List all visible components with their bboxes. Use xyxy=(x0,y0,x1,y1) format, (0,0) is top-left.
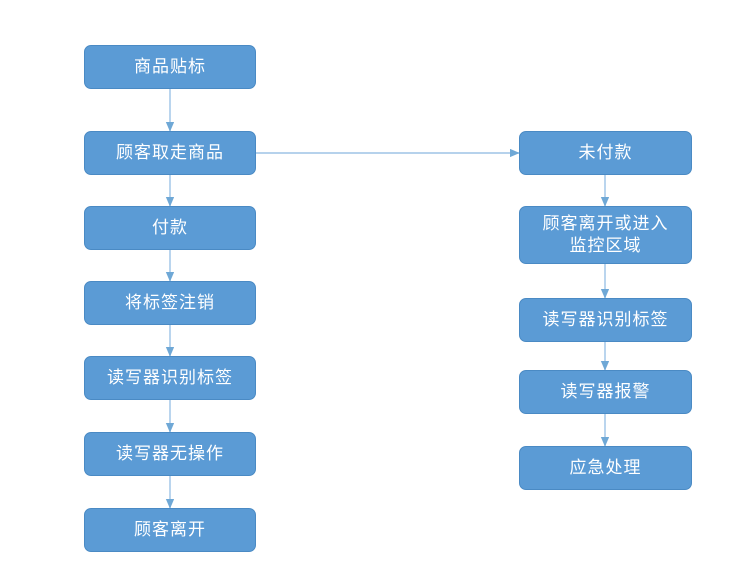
flow-node-n3[interactable]: 付款 xyxy=(84,206,256,250)
flow-node-n1[interactable]: 商品贴标 xyxy=(84,45,256,89)
flow-node-label: 顾客离开或进入 监控区域 xyxy=(542,214,669,256)
flow-node-m4[interactable]: 读写器报警 xyxy=(519,370,692,414)
flow-node-n2[interactable]: 顾客取走商品 xyxy=(84,131,256,175)
flow-node-label: 未付款 xyxy=(578,143,633,163)
flow-node-label: 读写器报警 xyxy=(560,382,651,402)
flow-node-n5[interactable]: 读写器识别标签 xyxy=(84,356,256,400)
flow-node-m2[interactable]: 顾客离开或进入 监控区域 xyxy=(519,206,692,264)
flow-node-m5[interactable]: 应急处理 xyxy=(519,446,692,490)
flow-node-label: 读写器无操作 xyxy=(116,444,224,464)
flow-node-label: 商品贴标 xyxy=(134,57,206,77)
flow-node-label: 顾客取走商品 xyxy=(116,143,224,163)
flow-node-m1[interactable]: 未付款 xyxy=(519,131,692,175)
flow-node-n4[interactable]: 将标签注销 xyxy=(84,281,256,325)
flow-node-label: 将标签注销 xyxy=(125,293,215,313)
flow-node-m3[interactable]: 读写器识别标签 xyxy=(519,298,692,342)
flow-node-label: 付款 xyxy=(152,218,188,238)
flow-node-n6[interactable]: 读写器无操作 xyxy=(84,432,256,476)
flow-node-label: 读写器识别标签 xyxy=(542,310,669,330)
flow-node-label: 顾客离开 xyxy=(134,520,206,540)
flow-node-n7[interactable]: 顾客离开 xyxy=(84,508,256,552)
flow-node-label: 读写器识别标签 xyxy=(107,368,233,388)
flow-node-label: 应急处理 xyxy=(569,458,642,478)
